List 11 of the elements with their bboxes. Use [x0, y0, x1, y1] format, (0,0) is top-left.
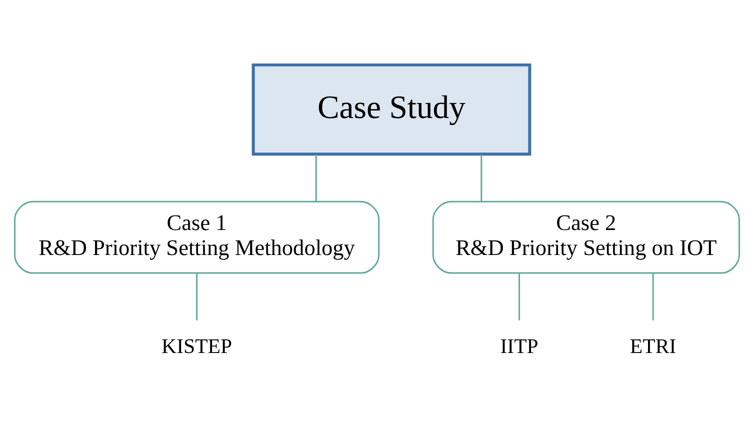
- connector: [652, 272, 654, 320]
- node-box: Case 2 R&D Priority Setting on IOT: [432, 200, 740, 274]
- connector: [518, 272, 520, 320]
- node-box: Case Study: [252, 62, 532, 156]
- node-text: KISTEP: [162, 334, 232, 358]
- node-box: Case 1 R&D Priority Setting Methodology: [14, 200, 380, 274]
- node-text: ETRI: [630, 334, 676, 358]
- connector: [480, 154, 482, 201]
- node-text: IITP: [500, 334, 538, 358]
- connector: [315, 154, 317, 201]
- connector: [196, 272, 198, 320]
